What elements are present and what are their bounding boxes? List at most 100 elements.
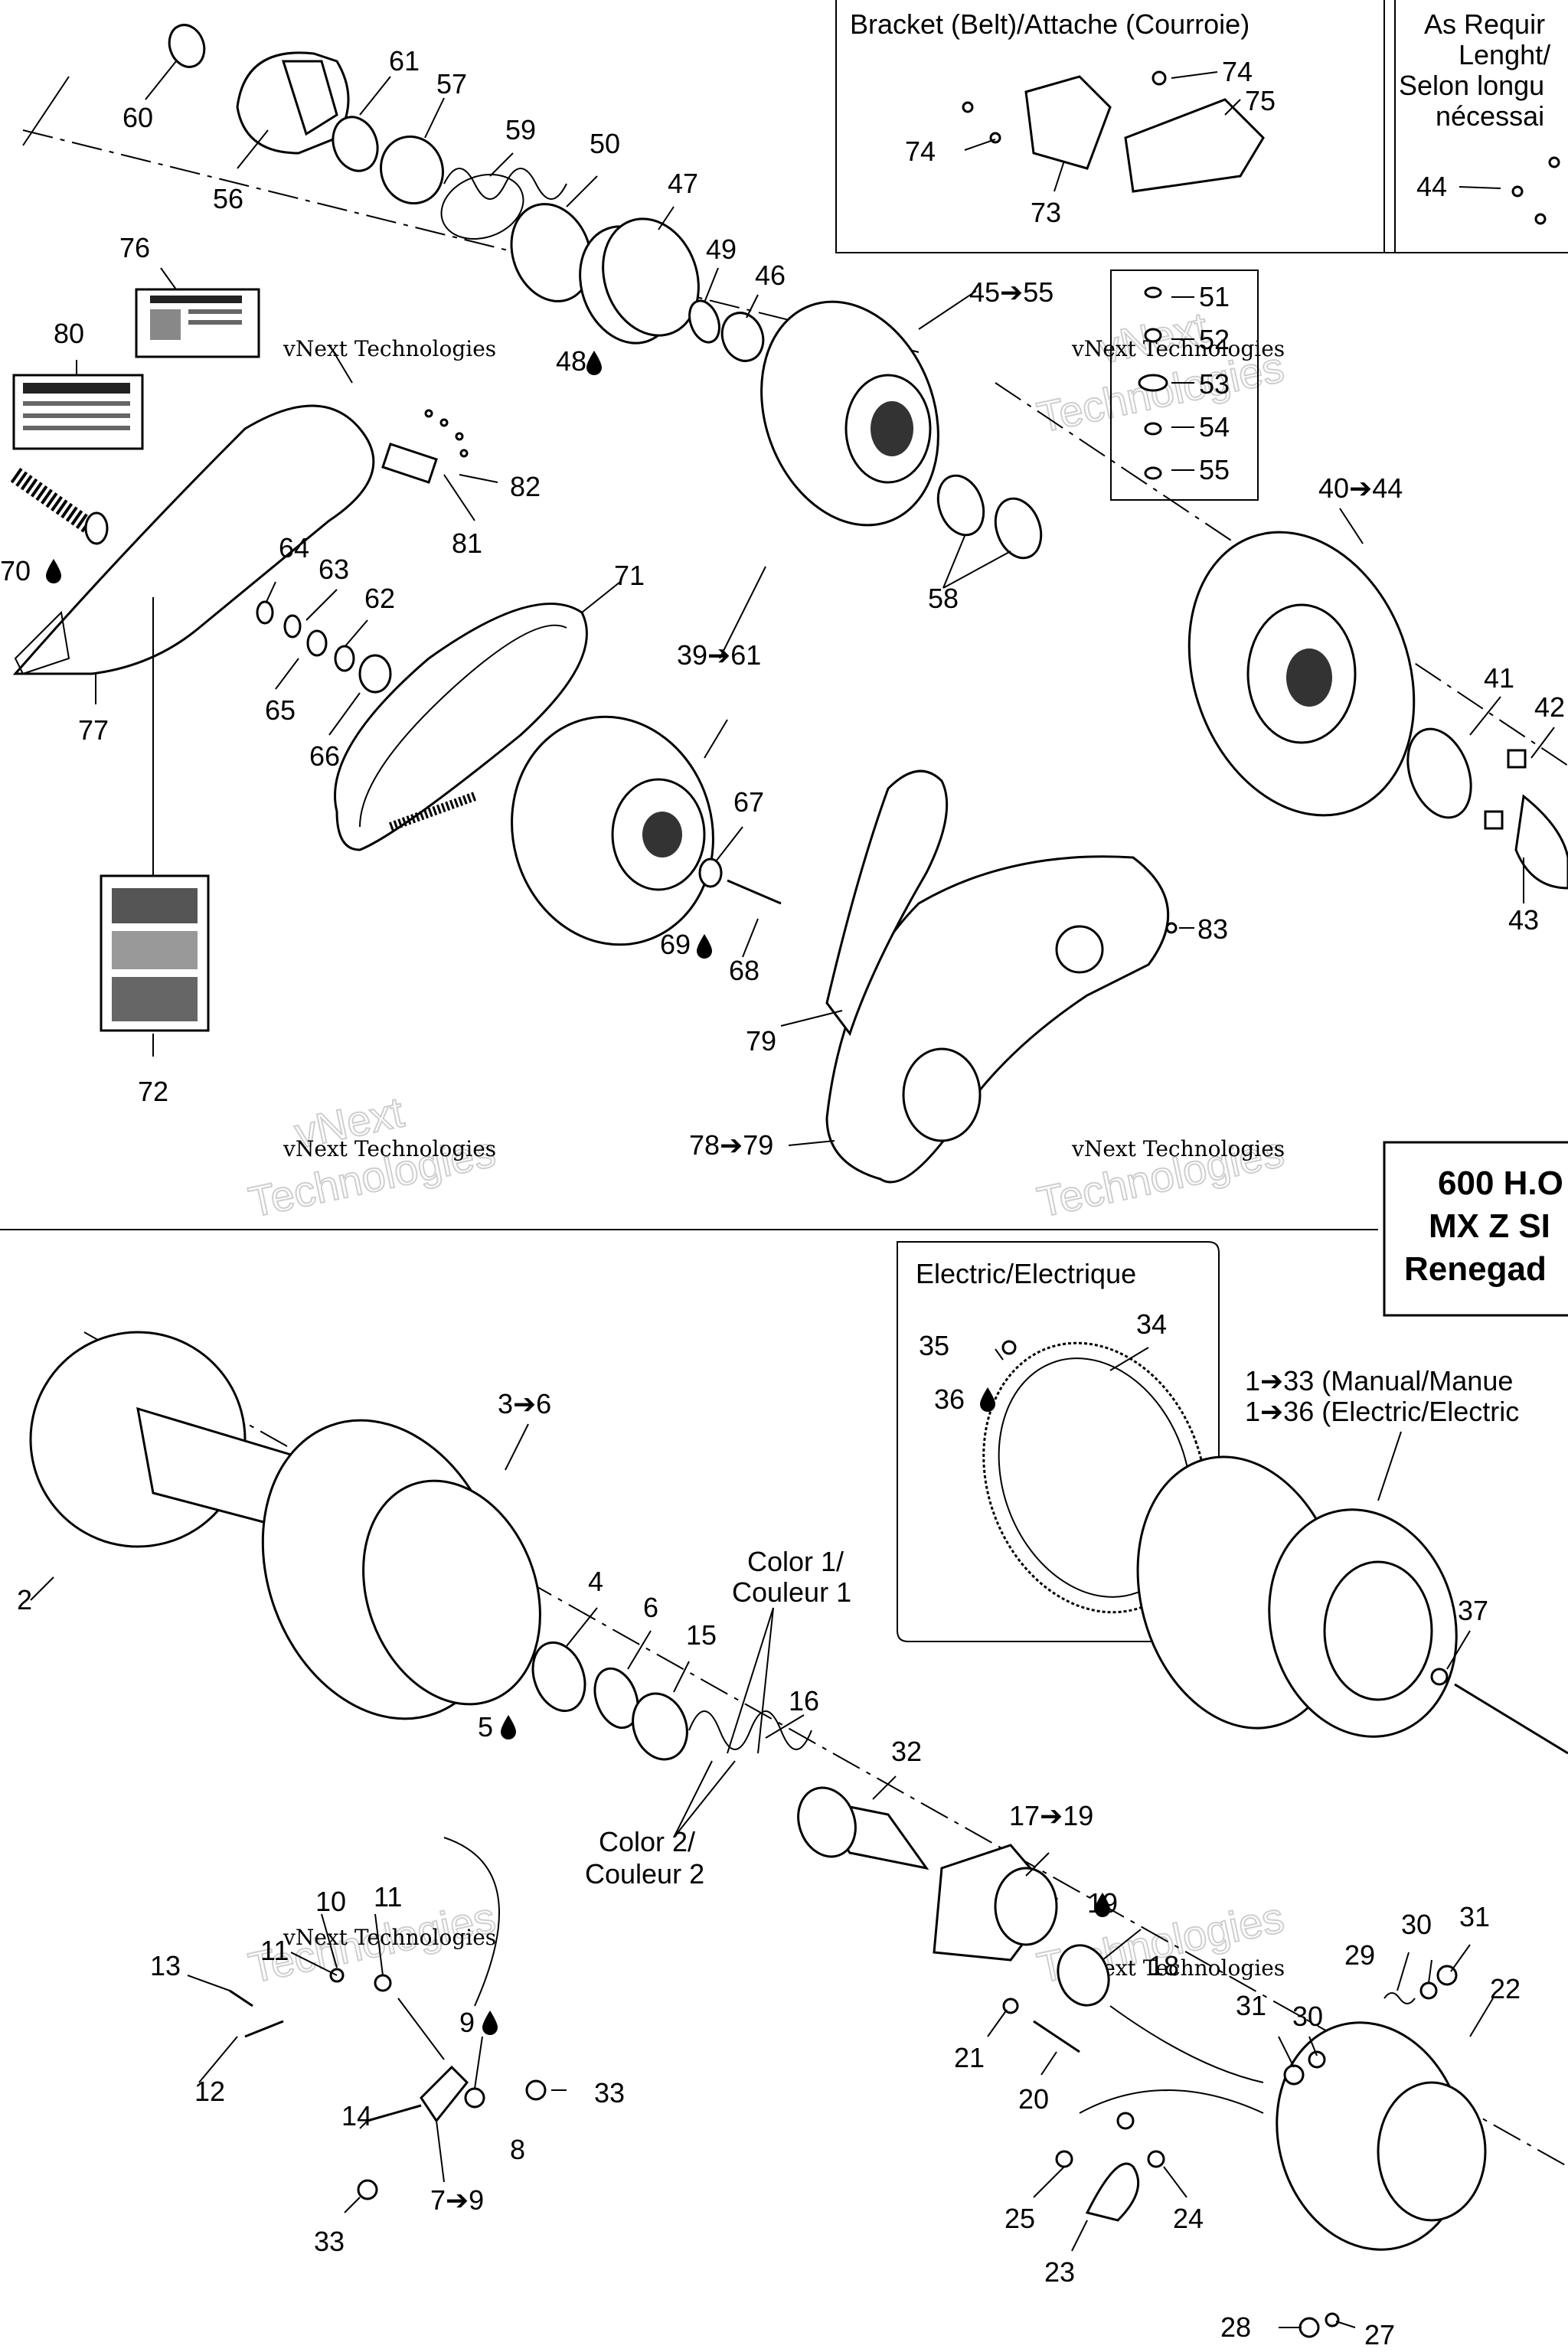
callout-24: 24 xyxy=(1173,2203,1204,2234)
plate-part xyxy=(1514,794,1568,890)
assembly-arrow xyxy=(397,1998,445,2060)
washer-part xyxy=(1430,1668,1449,1686)
washer-part xyxy=(1325,2312,1340,2328)
belt-bracket-part xyxy=(962,70,1265,193)
watermark-text: vNext Technologies xyxy=(283,1925,496,1950)
watermark-text: vNext Technologies xyxy=(283,336,496,361)
bolt-part xyxy=(1454,1683,1568,1755)
callout-60: 60 xyxy=(122,102,153,133)
retaining-ring-part xyxy=(1406,727,1472,819)
small-bushing-part xyxy=(720,312,765,362)
washer-stack-part xyxy=(1138,286,1168,480)
screw-part xyxy=(1511,156,1560,225)
callout-39-61: 39➔61 xyxy=(677,639,761,671)
nut-part xyxy=(1298,2317,1320,2338)
callout-labels: 60 61 57 59 50 56 47 49 46 48 45➔55 51 5… xyxy=(0,45,1565,2350)
spider-part xyxy=(236,51,350,155)
callout-78-79: 78➔79 xyxy=(689,1129,773,1161)
callout-35: 35 xyxy=(919,1330,949,1361)
callout-43: 43 xyxy=(1508,904,1539,936)
callout-16: 16 xyxy=(789,1685,819,1717)
driven-pulley-part xyxy=(511,715,714,946)
color1-note-line-1: Color 1/ xyxy=(747,1546,844,1577)
callout-75: 75 xyxy=(1245,85,1276,116)
bolt-head-part xyxy=(1055,2150,1073,2168)
circlip-part xyxy=(168,24,206,68)
callout-44: 44 xyxy=(1416,171,1447,202)
fixed-sheave-part xyxy=(1187,531,1416,817)
callout-8: 8 xyxy=(510,2134,525,2165)
callout-30-top: 30 xyxy=(1401,1909,1432,1940)
pin-part xyxy=(1147,2150,1165,2168)
shim-washer-part xyxy=(994,497,1043,560)
callout-17-19: 17➔19 xyxy=(1009,1800,1093,1831)
governor-cup-part xyxy=(1276,2021,1487,2251)
shim-washer-part xyxy=(936,474,985,537)
grease-drop-icon xyxy=(697,934,712,959)
bolt-part xyxy=(727,879,782,905)
as-required-inset-box xyxy=(1383,0,1568,253)
bushing-part xyxy=(380,135,444,205)
callout-31-left: 31 xyxy=(1236,1990,1266,2021)
callout-7-9: 7➔9 xyxy=(430,2184,484,2216)
callout-82: 82 xyxy=(510,471,541,502)
screw-part xyxy=(424,409,469,458)
lower-axis-line xyxy=(83,1331,1568,2167)
callout-3-6: 3➔6 xyxy=(498,1388,551,1419)
callout-68: 68 xyxy=(729,955,760,986)
washer-part xyxy=(1002,1998,1019,2014)
callout-48: 48 xyxy=(556,345,586,377)
drive-sheave-part xyxy=(29,1331,312,1548)
driven-sheave-part xyxy=(760,300,939,527)
callout-53: 53 xyxy=(1199,368,1230,400)
callout-34: 34 xyxy=(1136,1308,1167,1340)
upper-axis-line xyxy=(22,129,920,353)
callout-49: 49 xyxy=(706,234,737,265)
warning-decal-76 xyxy=(135,288,260,358)
washer-part xyxy=(1308,2050,1326,2069)
callout-10: 10 xyxy=(315,1886,346,1917)
screw-part xyxy=(1001,1340,1017,1355)
o-ring-part xyxy=(283,614,302,639)
callout-58: 58 xyxy=(928,583,959,614)
model-title-line-3: Renegad xyxy=(1404,1250,1547,1288)
model-title-line-1: 600 H.O xyxy=(1438,1165,1563,1202)
callout-74-left: 74 xyxy=(905,136,936,167)
ring-gear-inner xyxy=(998,1357,1192,1598)
callout-67: 67 xyxy=(733,786,764,818)
screw-part xyxy=(1165,922,1178,934)
model-title-box xyxy=(1383,1141,1568,1317)
color1-note-line-2: Couleur 1 xyxy=(732,1576,851,1608)
movable-sheave-part xyxy=(261,1419,541,1720)
leader-lines xyxy=(30,60,1555,2328)
callout-50: 50 xyxy=(590,128,620,159)
callout-51: 51 xyxy=(1199,281,1230,312)
callout-56: 56 xyxy=(213,183,243,214)
callout-4: 4 xyxy=(588,1566,603,1597)
washer-part xyxy=(1419,1981,1438,2000)
grease-drop-icon xyxy=(1095,1893,1110,1917)
nut-part xyxy=(1283,2064,1305,2086)
callout-25: 25 xyxy=(1004,2203,1035,2234)
callout-42: 42 xyxy=(1534,691,1565,723)
drive-spring-part xyxy=(688,1710,812,1750)
o-ring-part xyxy=(256,600,274,625)
guide-sleeve-part xyxy=(797,1786,929,1870)
o-ring-part xyxy=(332,116,379,172)
callout-32: 32 xyxy=(891,1736,922,1767)
callout-30-left: 30 xyxy=(1292,2001,1323,2032)
callout-46: 46 xyxy=(755,260,786,291)
assembly-arrow xyxy=(443,1837,500,2007)
color2-note-line-2: Couleur 2 xyxy=(585,1858,704,1890)
bracket-box-title: Bracket (Belt)/Attache (Courroie) xyxy=(850,8,1250,40)
callout-12: 12 xyxy=(194,2076,225,2107)
callout-28: 28 xyxy=(1220,2311,1251,2343)
callout-62: 62 xyxy=(364,583,395,614)
callout-45-55: 45➔55 xyxy=(969,276,1054,308)
callout-31-top: 31 xyxy=(1459,1901,1490,1932)
callout-59: 59 xyxy=(505,114,536,145)
callout-2: 2 xyxy=(17,1584,32,1615)
as-required-line-4: nécessai xyxy=(1436,100,1544,132)
callout-36: 36 xyxy=(934,1383,965,1415)
